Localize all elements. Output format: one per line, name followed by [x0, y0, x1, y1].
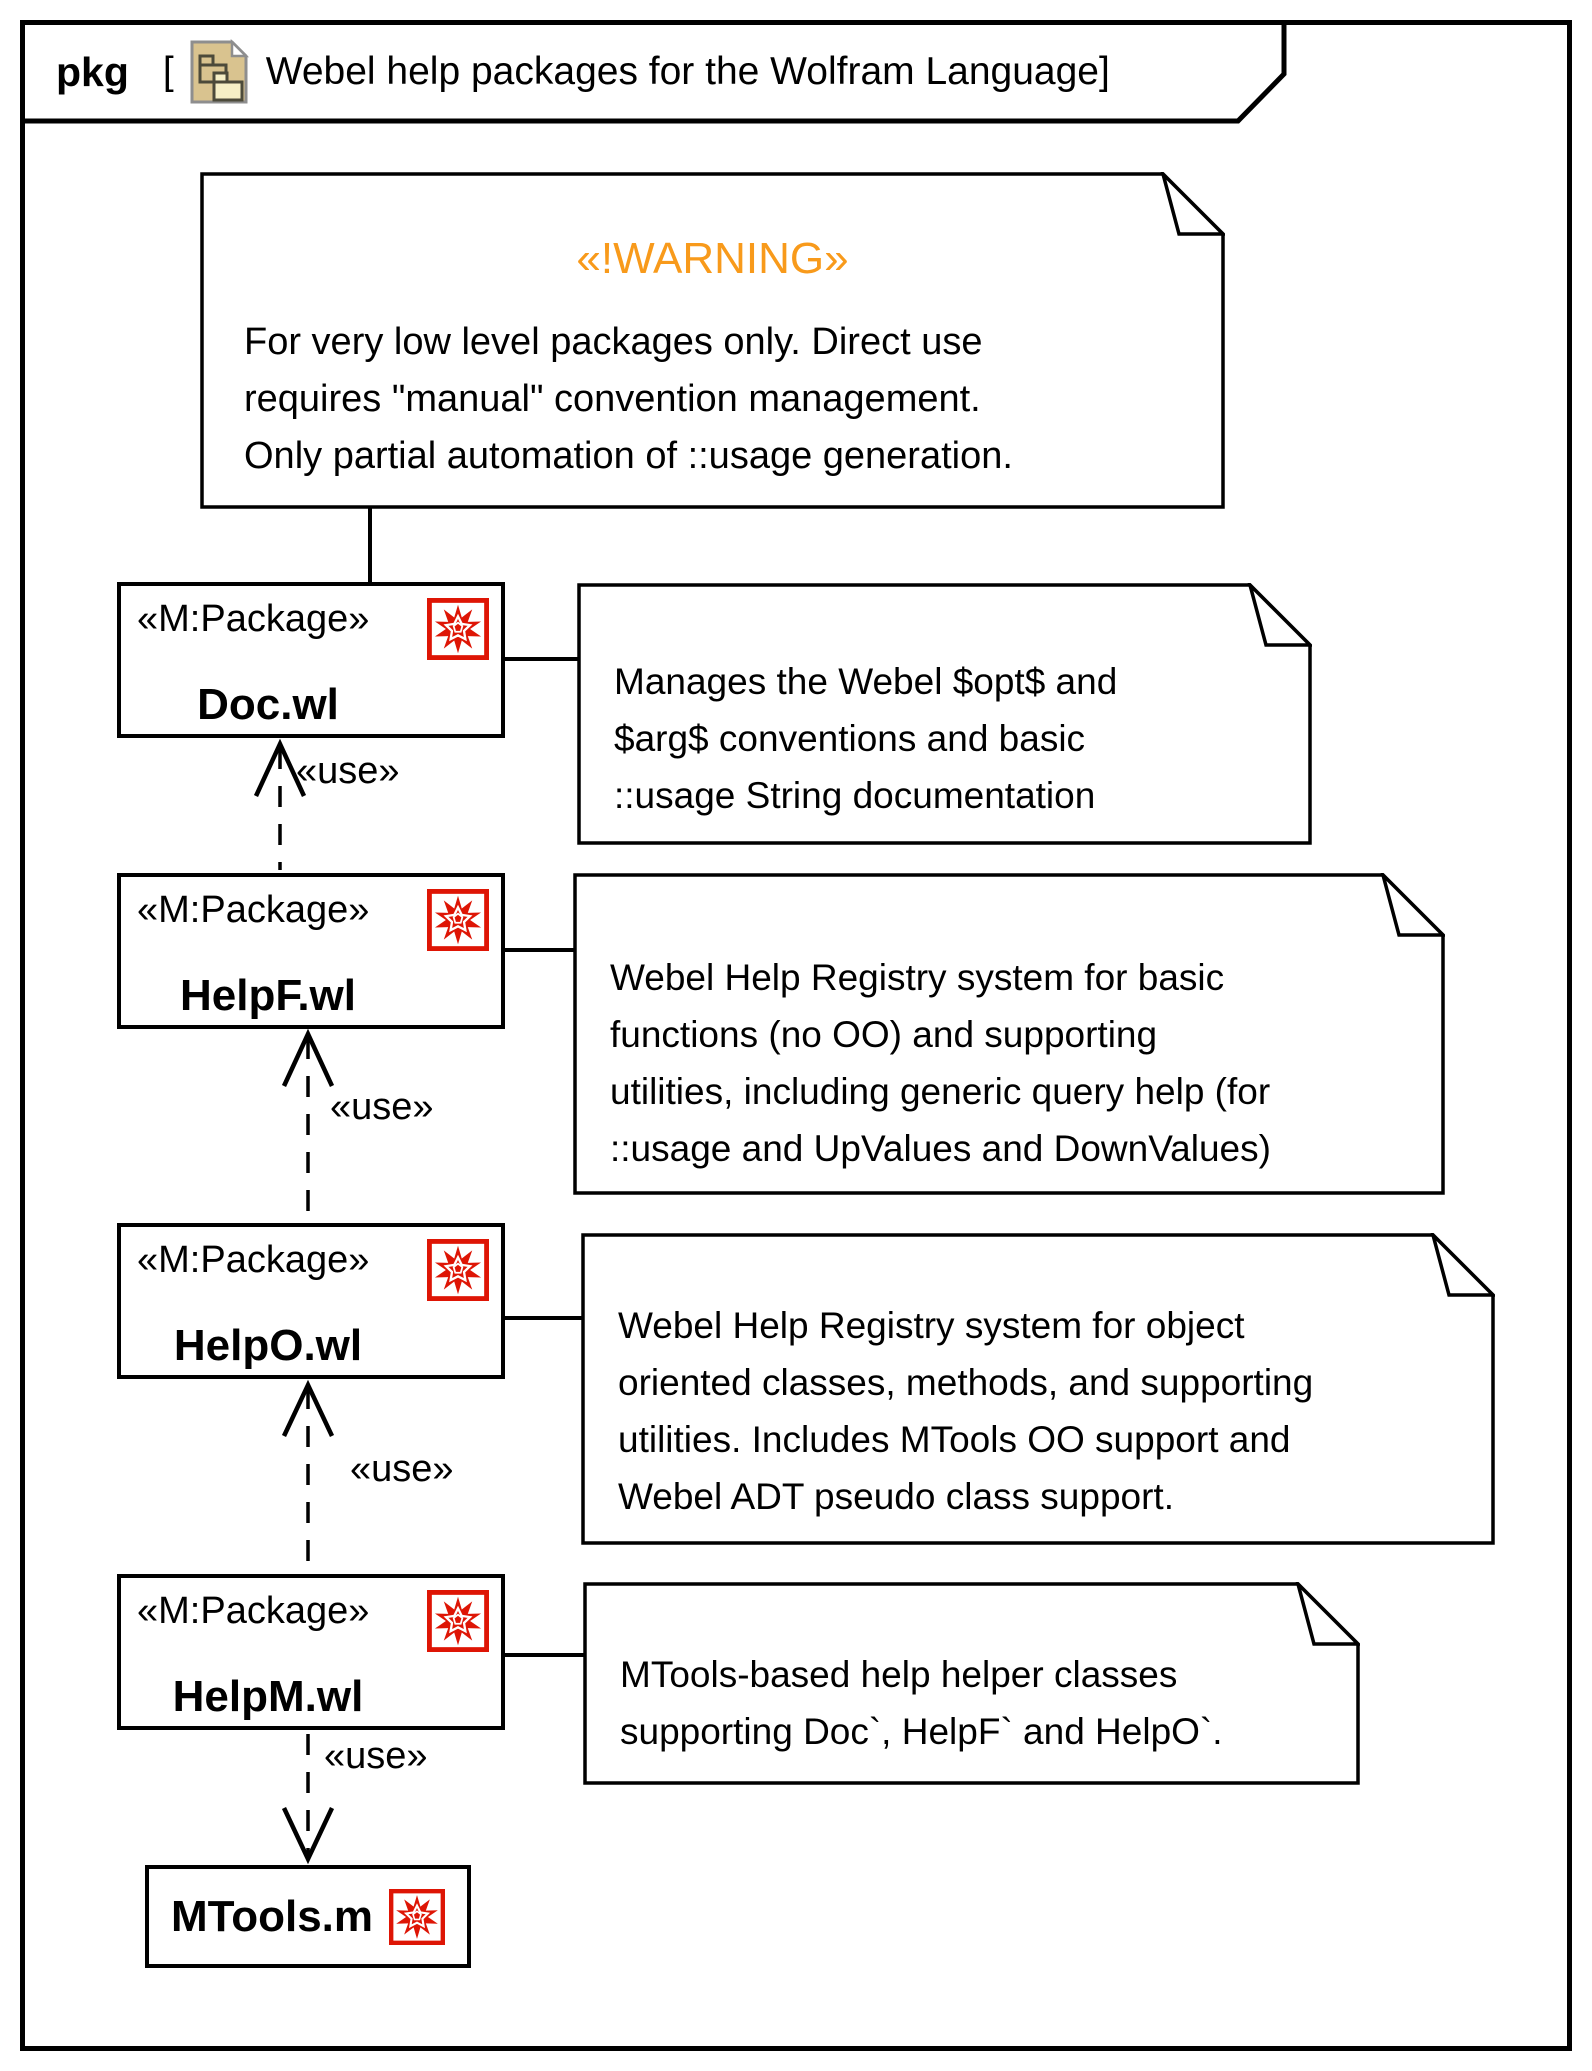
note-helpo[interactable]: Webel Help Registry system for object or… [581, 1233, 1495, 1545]
warning-line: For very low level packages only. Direct… [244, 321, 983, 363]
package-name: HelpO.wl [173, 1321, 363, 1370]
package-doc[interactable]: «M:Package» Doc.wl [117, 582, 505, 738]
note-helpf[interactable]: Webel Help Registry system for basic fun… [573, 873, 1445, 1195]
frame-bracket-close: ] [1099, 50, 1110, 93]
note-line: MTools-based help helper classes [620, 1654, 1178, 1695]
note-doc[interactable]: Manages the Webel $opt$ and $arg$ conven… [577, 583, 1312, 845]
use-label-3: «use» [350, 1448, 454, 1490]
frame-keyword: pkg [56, 48, 129, 95]
wolfram-spikey-icon [389, 1888, 446, 1945]
note-line: ::usage String documentation [614, 775, 1096, 816]
package-stereotype: «M:Package» [137, 889, 370, 931]
note-line: functions (no OO) and supporting [610, 1014, 1158, 1055]
frame-header: pkg [ Webel help packages for the Wolfra… [56, 30, 1110, 114]
package-helpo[interactable]: «M:Package» HelpO.wl [117, 1223, 505, 1379]
package-name: MTools.m [170, 1891, 374, 1941]
package-stereotype: «M:Package» [137, 598, 370, 640]
package-mtools[interactable]: MTools.m [145, 1865, 471, 1968]
warning-line: Only partial automation of ::usage gener… [244, 435, 1013, 477]
package-helpm[interactable]: «M:Package» HelpM.wl [117, 1574, 505, 1730]
note-line: supporting Doc`, HelpF` and HelpO`. [620, 1711, 1223, 1752]
use-label-1: «use» [296, 750, 400, 792]
wolfram-spikey-icon [427, 1239, 489, 1301]
package-name: HelpM.wl [172, 1672, 364, 1721]
package-name: HelpF.wl [179, 971, 357, 1020]
wolfram-spikey-icon [427, 1590, 489, 1652]
warning-line: requires "manual" convention management. [244, 378, 981, 420]
note-line: ::usage and UpValues and DownValues) [610, 1128, 1271, 1169]
wolfram-spikey-icon [427, 889, 489, 951]
package-stereotype: «M:Package» [137, 1590, 370, 1632]
note-line: utilities. Includes MTools OO support an… [618, 1419, 1291, 1460]
package-diagram-icon [190, 39, 249, 104]
package-name: Doc.wl [197, 680, 339, 729]
frame-name-tab [20, 20, 1287, 124]
package-helpf[interactable]: «M:Package» HelpF.wl [117, 873, 505, 1029]
use-label-2: «use» [330, 1086, 434, 1128]
frame-bracket-open: [ [162, 50, 174, 93]
note-line: Manages the Webel $opt$ and [614, 661, 1118, 702]
note-line: Webel ADT pseudo class support. [618, 1476, 1174, 1517]
note-line: $arg$ conventions and basic [614, 718, 1086, 759]
note-line: Webel Help Registry system for basic [610, 957, 1225, 998]
wolfram-spikey-icon [427, 598, 489, 660]
frame-title: Webel help packages for the Wolfram Lang… [265, 50, 1099, 93]
warning-note[interactable]: «!WARNING» For very low level packages o… [200, 172, 1225, 509]
warning-stereotype: «!WARNING» [576, 234, 849, 283]
note-line: Webel Help Registry system for object [618, 1305, 1245, 1346]
note-line: utilities, including generic query help … [610, 1071, 1271, 1112]
note-helpm[interactable]: MTools-based help helper classes support… [583, 1582, 1360, 1785]
note-line: oriented classes, methods, and supportin… [618, 1362, 1314, 1403]
use-label-4: «use» [324, 1735, 428, 1777]
package-stereotype: «M:Package» [137, 1239, 370, 1281]
